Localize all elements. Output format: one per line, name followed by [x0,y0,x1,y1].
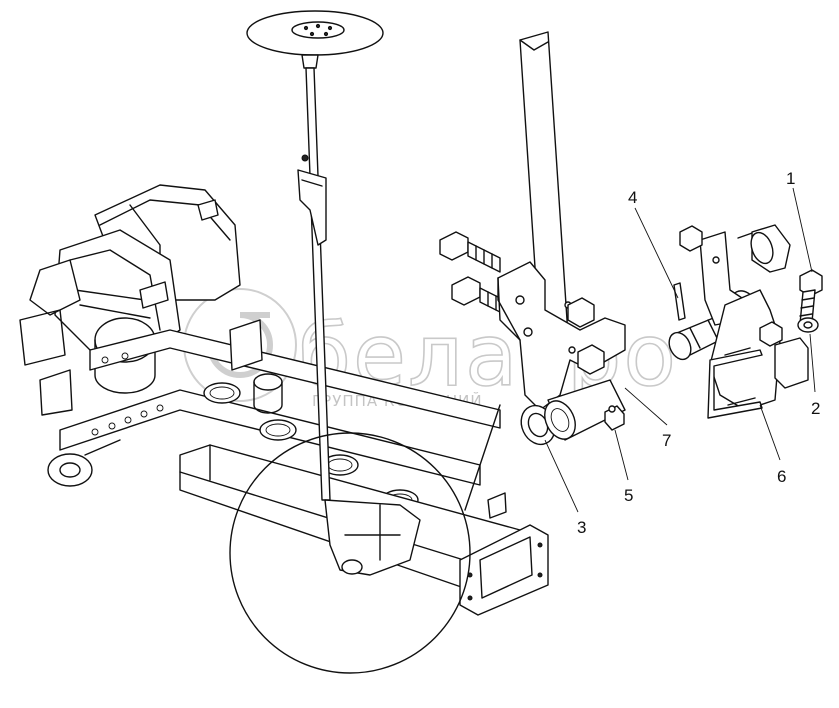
callout-3: 3 [577,518,586,537]
part-6-bracket [679,224,809,419]
leader-lines [544,187,816,513]
part-2-washer [797,317,819,333]
callout-1: 1 [786,169,795,188]
callout-4: 4 [628,188,637,207]
steering-column [246,10,421,576]
detail-leader [464,404,501,511]
beam-holes [91,352,164,436]
callout-6: 6 [777,467,786,486]
detail-circle [229,432,471,674]
callout-5: 5 [624,486,633,505]
part-5-fitting [604,405,625,431]
callouts: 1 2 3 4 5 6 7 [577,169,820,537]
part-4-pin [673,282,686,321]
bolt-upper [439,231,501,273]
callout-2: 2 [811,399,820,418]
part-3-bushing [520,379,626,446]
part-7-bracket [497,261,626,411]
callout-7: 7 [662,431,671,450]
part-1-bolt [799,269,823,325]
